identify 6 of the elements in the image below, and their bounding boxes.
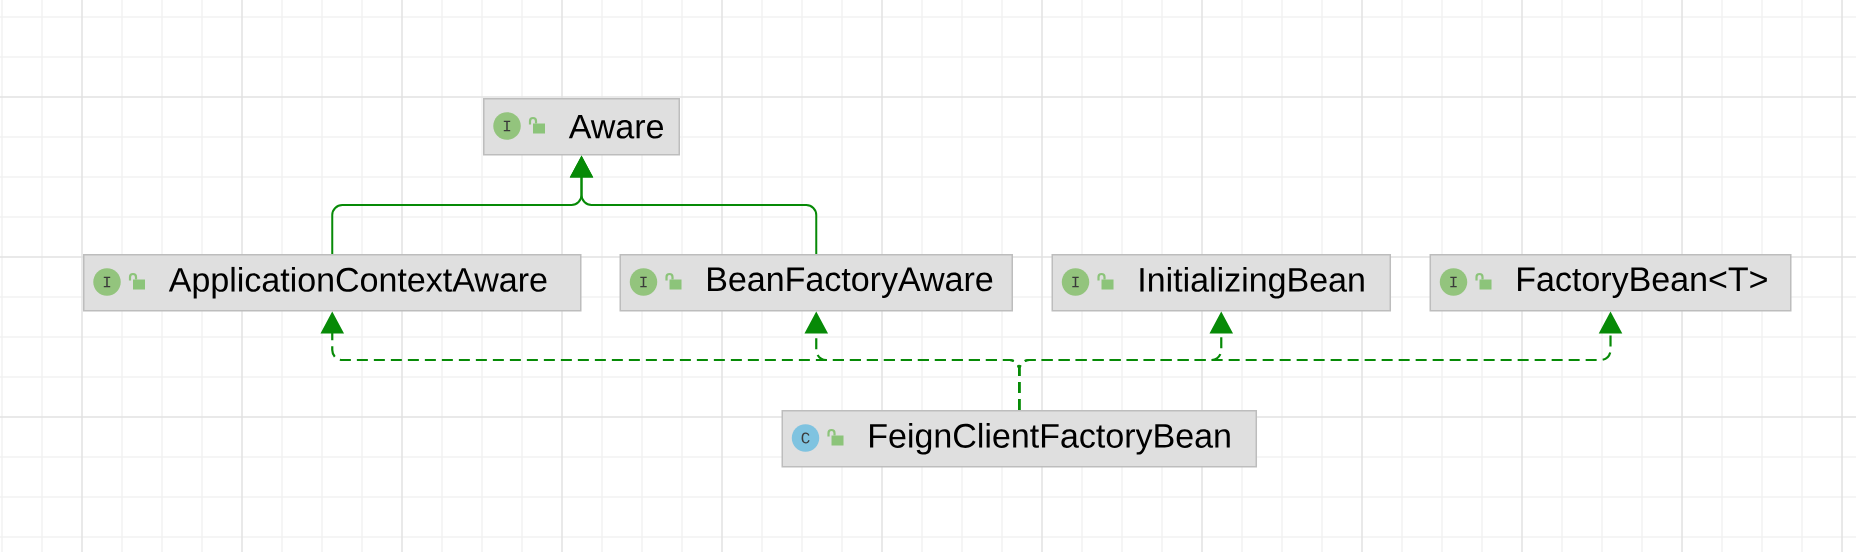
letter-badge: C bbox=[791, 424, 820, 452]
letter-badge: I bbox=[1439, 268, 1468, 296]
letter-badge: I bbox=[629, 268, 658, 296]
letter-badge: I bbox=[493, 112, 521, 140]
letter-badge: I bbox=[93, 268, 121, 296]
letter-badge: I bbox=[1061, 268, 1090, 296]
